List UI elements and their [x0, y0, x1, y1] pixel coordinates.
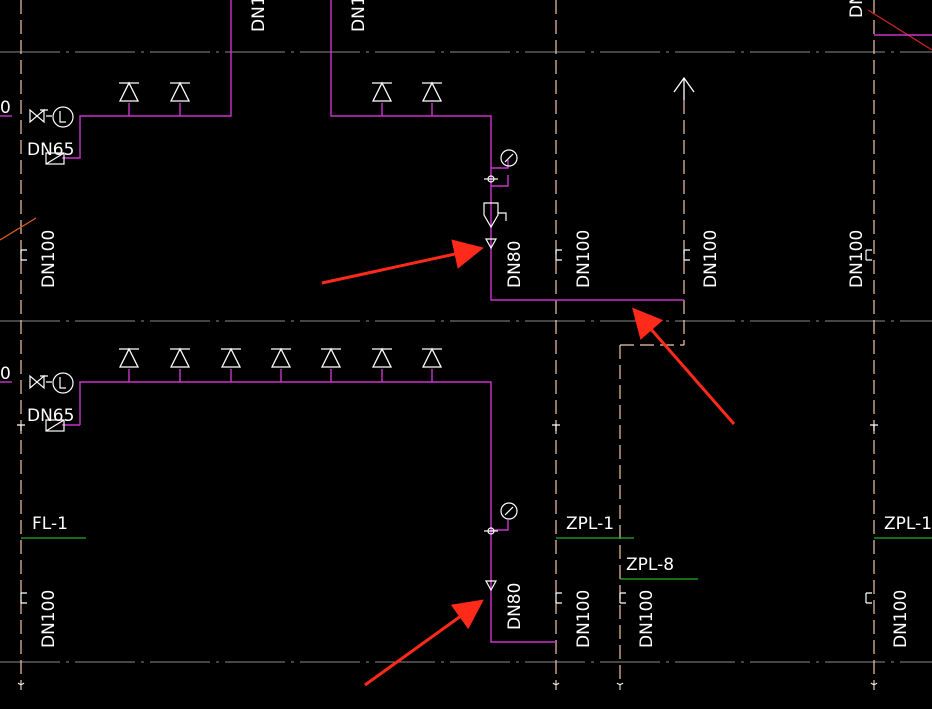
- pipes: [0, 0, 932, 643]
- orange-line: [0, 217, 37, 241]
- valve-group-top[interactable]: [29, 106, 74, 165]
- pressure-gauge-icon: [500, 149, 518, 167]
- pressure-gauge-icon: [500, 502, 518, 520]
- size-label-dn100: DN100: [574, 590, 594, 648]
- end-sprinkler-icon: [484, 238, 498, 250]
- size-label-dn65-bottom: DN65: [27, 406, 74, 426]
- sprinkler-head-icon[interactable]: [421, 81, 443, 102]
- sprinkler-head-icon[interactable]: [169, 347, 191, 368]
- tag-zpl8: ZPL-8: [626, 555, 674, 575]
- sprinkler-head-icon[interactable]: [371, 347, 393, 368]
- zero-label-bottom: 0: [0, 364, 11, 384]
- drain-box-icon: [45, 419, 65, 432]
- size-label-dn80: DN80: [505, 583, 525, 630]
- red-diagonal-line: [867, 9, 932, 51]
- grid-lines: [0, 51, 932, 663]
- size-label-dn80: DN80: [505, 241, 525, 288]
- sprinkler-head-icon[interactable]: [169, 81, 191, 102]
- sprinkler-head-icon[interactable]: [118, 81, 140, 102]
- alarm-valve-icon: [483, 202, 499, 229]
- sprinkler-head-icon[interactable]: [371, 81, 393, 102]
- sprinkler-head-icon[interactable]: [118, 347, 140, 368]
- red-annotation-arrow-icon: [364, 599, 484, 687]
- label-leaders: [21, 537, 932, 580]
- size-label-cut: DN15: [349, 0, 369, 32]
- annotation-arrows: [321, 239, 736, 687]
- size-label-cut: DN15: [847, 0, 867, 18]
- pipe-bottom-main: [79, 381, 556, 643]
- end-sprinkler-icon: [484, 580, 498, 592]
- tag-zpl1-a: ZPL-1: [566, 514, 614, 534]
- size-label-dn100: DN100: [39, 230, 59, 288]
- gate-valve-icon: [29, 108, 45, 124]
- size-label-dn100: DN100: [574, 230, 594, 288]
- pipe-top-main: [330, 0, 684, 301]
- sprinkler-head-icon[interactable]: [220, 347, 242, 368]
- size-label-dn65-top: DN65: [27, 140, 74, 160]
- valve-group-bottom[interactable]: [29, 372, 74, 432]
- red-annotation-arrow-icon: [632, 307, 736, 425]
- red-annotation-arrow-icon: [321, 239, 484, 285]
- riser-ticks: [17, 249, 878, 686]
- equipment-bottom[interactable]: [484, 502, 518, 592]
- size-label-dn100: DN100: [891, 590, 911, 648]
- pipe-top-left: [62, 0, 232, 159]
- size-label-dn100: DN100: [637, 590, 657, 648]
- size-label-dn100: DN100: [847, 230, 867, 288]
- tag-fl1: FL-1: [32, 514, 68, 534]
- size-label-cut: DN15: [249, 0, 269, 32]
- equipment-top[interactable]: [483, 149, 518, 250]
- zero-label-top: 0: [0, 98, 11, 118]
- sprinkler-head-icon[interactable]: [421, 347, 443, 368]
- flow-up-arrow-icon: [673, 76, 695, 100]
- sprinklers: [118, 81, 443, 368]
- size-label-dn100: DN100: [701, 230, 721, 288]
- tag-zpl1-b: ZPL-1: [884, 514, 932, 534]
- sprinkler-head-icon[interactable]: [270, 347, 292, 368]
- flow-indicator-icon: [52, 106, 74, 128]
- riser-lines: [20, 0, 875, 690]
- drain-box-icon: [45, 152, 65, 165]
- sprinkler-head-icon[interactable]: [320, 347, 342, 368]
- size-label-dn100: DN100: [39, 590, 59, 648]
- gate-valve-icon: [29, 374, 45, 390]
- vertical-labels: DN100 DN80 DN100 DN100 DN100 DN80 DN100 …: [39, 0, 911, 648]
- flow-indicator-icon: [52, 372, 74, 394]
